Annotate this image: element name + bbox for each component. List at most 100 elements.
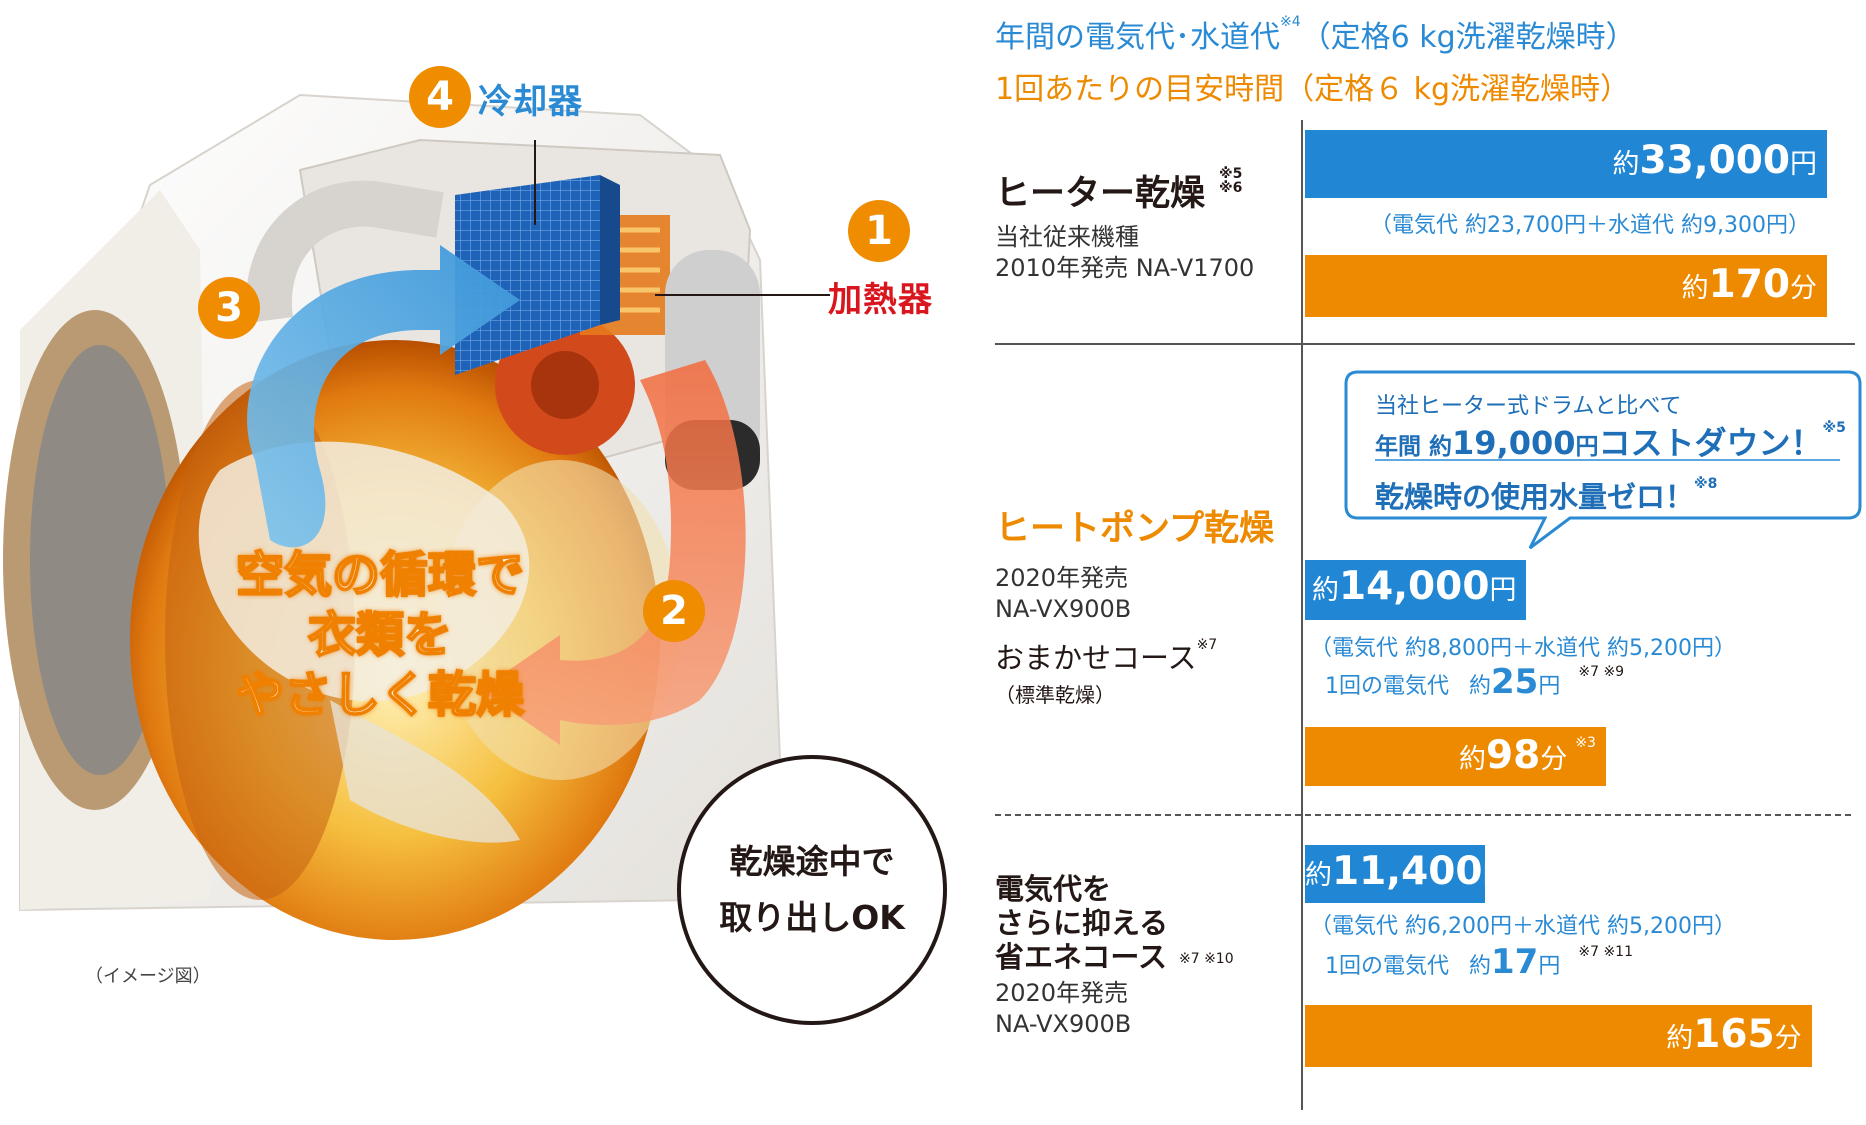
callout-line-2-value: 19,000	[1452, 424, 1576, 462]
per-time-heatpump-notes: ※7 ※9	[1578, 664, 1625, 680]
bar-time-heatpump-label: 約98分※3	[1305, 733, 1596, 778]
row-notes-heater: ※5※6	[1219, 167, 1242, 195]
bar-time-eco-unit: 分	[1774, 1023, 1802, 1054]
callout-line-2-unit: 円	[1575, 434, 1599, 460]
bar-cost-heatpump-unit: 円	[1489, 575, 1517, 606]
row-name-eco-line-3: 省エネコース ※7 ※10	[995, 940, 1234, 974]
bar-cost-eco	[1305, 845, 1486, 903]
row-name-heater: ヒーター乾燥 ※5※6	[995, 165, 1254, 216]
bar-time-eco	[1305, 1005, 1812, 1067]
part-badge-2: 2	[643, 580, 705, 642]
slogan-line-3: やさしく乾燥	[235, 666, 525, 724]
bar-cost-eco-value: 11,400	[1332, 849, 1483, 894]
row-name-eco-line-3-text: 省エネコース	[995, 940, 1167, 974]
bar-time-heater-value: 170	[1708, 262, 1790, 307]
callout-line-2-suffix: コストダウン！	[1598, 424, 1823, 462]
per-time-heatpump-value: 25	[1491, 662, 1539, 702]
row-name-eco-line-1: 電気代を	[995, 872, 1112, 906]
washer-dryer-illustration	[3, 93, 830, 940]
bar-cost-heater-value: 33,000	[1639, 138, 1791, 183]
time-header: 1回あたりの目安時間（定格６ kg洗濯乾燥時）	[995, 64, 1630, 108]
per-time-eco-prefix: 約	[1469, 954, 1492, 979]
bar-cost-eco-prefix: 約	[1305, 860, 1332, 891]
bar-cost-eco-unit: 円	[1482, 860, 1510, 891]
take-out-ok-line-1: 乾燥途中で	[729, 842, 895, 881]
cost-header-note: ※4	[1280, 14, 1301, 30]
breakdown-heater: （電気代 約23,700円＋水道代 約9,300円）	[1370, 213, 1810, 238]
row-sub-heatpump-1: 2020年発売	[995, 564, 1129, 592]
bar-time-heatpump-note: ※3	[1575, 735, 1596, 751]
row-note-heater-1: ※5	[1219, 166, 1243, 182]
cost-header: 年間の電気代･水道代※4（定格6 kg洗濯乾燥時）	[995, 12, 1636, 56]
callout-line-2-prefix: 年間 約	[1375, 434, 1453, 460]
callout-line-3-note: ※8	[1694, 476, 1718, 492]
callout-line-1: 当社ヒーター式ドラムと比べて	[1375, 394, 1682, 419]
take-out-ok-badge: 乾燥途中で 取り出しOK	[677, 755, 947, 1025]
row-note-eco-1: ※7	[1178, 951, 1200, 967]
slogan-line-1: 空気の循環で	[235, 546, 525, 604]
fan-hub	[531, 351, 599, 419]
breakdown-eco: （電気代 約6,200円＋水道代 約5,200円）	[1310, 914, 1736, 939]
air-duct	[245, 180, 444, 323]
per-time-eco: 1回の電気代約17円※7 ※11	[1325, 942, 1633, 982]
row-note-heater-2: ※6	[1219, 180, 1243, 196]
time-header-condition: （定格６ kg洗濯乾燥時）	[1284, 72, 1631, 107]
bar-cost-heatpump	[1305, 560, 1527, 620]
bar-time-eco-prefix: 約	[1666, 1023, 1694, 1054]
bar-time-heater-unit: 分	[1790, 273, 1817, 304]
row-label-eco: 電気代を さらに抑える 省エネコース ※7 ※10 2020年発売 NA-VX90…	[995, 872, 1234, 1040]
callout-line-3: 乾燥時の使用水量ゼロ！※8	[1375, 474, 1846, 516]
cooler-label: 冷却器	[478, 82, 583, 122]
cost-header-text: 年間の電気代･水道代	[995, 20, 1280, 55]
callout-line-2-note: ※5	[1822, 420, 1846, 436]
part-badge-3: 3	[198, 277, 260, 339]
row-sub-eco-1: 2020年発売	[995, 979, 1129, 1007]
slogan: 空気の循環で 衣類を やさしく乾燥	[200, 545, 560, 725]
callout-line-3-text: 乾燥時の使用水量ゼロ！	[1375, 480, 1695, 514]
bar-cost-heater-unit: 円	[1790, 149, 1817, 180]
per-time-eco-unit: 円	[1538, 954, 1561, 979]
row-sub-heater-2: 2010年発売 NA-V1700	[995, 254, 1255, 282]
bar-time-heatpump-value: 98	[1485, 733, 1541, 778]
slogan-line-2: 衣類を	[307, 606, 453, 664]
row-name-heatpump: ヒートポンプ乾燥	[995, 509, 1274, 549]
bar-cost-heatpump-prefix: 約	[1311, 575, 1339, 606]
bar-time-eco-label: 約165分	[1305, 1012, 1802, 1057]
per-time-heatpump-prefix: 約	[1469, 674, 1492, 699]
bar-cost-heatpump-label: 約14,000円	[1305, 564, 1517, 609]
cooler-side	[600, 175, 620, 325]
bar-cost-heatpump-value: 14,000	[1338, 564, 1490, 609]
blue-airflow-arrow	[247, 245, 520, 548]
heater-pipes	[590, 227, 660, 313]
per-time-eco-value: 17	[1491, 942, 1539, 982]
bar-time-heater-prefix: 約	[1681, 273, 1709, 304]
per-time-eco-text: 1回の電気代	[1325, 954, 1449, 979]
red-airflow-arrow	[480, 360, 746, 745]
bar-time-heatpump	[1305, 727, 1606, 786]
row-course-heatpump: おまかせコース※7	[995, 635, 1274, 677]
row-sub-eco-2: NA-VX900B	[995, 1010, 1132, 1038]
row-sub-heater-1: 当社従来機種	[995, 223, 1139, 251]
cooler	[455, 175, 600, 375]
bar-time-heatpump-prefix: 約	[1458, 744, 1486, 775]
row-label-heatpump: ヒートポンプ乾燥 2020年発売 NA-VX900B おまかせコース※7 （標準…	[995, 500, 1274, 708]
take-out-ok-line-2: 取り出しOK	[719, 898, 905, 937]
time-header-text: 1回あたりの目安時間	[995, 72, 1285, 107]
row-label-heater: ヒーター乾燥 ※5※6 当社従来機種 2010年発売 NA-V1700	[995, 165, 1254, 284]
heater-label: 加熱器	[828, 280, 933, 320]
bar-cost-heater	[1305, 130, 1827, 198]
callout-line-2: 年間 約19,000円コストダウン！※5	[1375, 418, 1846, 464]
row-course-heatpump-text: おまかせコース	[995, 641, 1197, 675]
bar-cost-heater-label: 約33,000円	[1305, 138, 1818, 183]
callout-text: 当社ヒーター式ドラムと比べて 年間 約19,000円コストダウン！※5 乾燥時の…	[1375, 388, 1846, 516]
row-sub-heatpump-2: NA-VX900B	[995, 595, 1132, 623]
row-name-heater-text: ヒーター乾燥	[995, 174, 1206, 214]
row-note-eco-2: ※10	[1204, 951, 1234, 967]
row-name-eco-line-2: さらに抑える	[995, 906, 1169, 940]
per-time-heatpump: 1回の電気代約25円※7 ※9	[1325, 662, 1624, 702]
bar-time-heater-label: 約170分	[1305, 262, 1817, 307]
row-course-heatpump-sub: （標準乾燥）	[995, 683, 1115, 707]
part-badge-1: 1	[848, 200, 910, 262]
cost-header-condition: （定格6 kg洗濯乾燥時）	[1300, 20, 1636, 55]
